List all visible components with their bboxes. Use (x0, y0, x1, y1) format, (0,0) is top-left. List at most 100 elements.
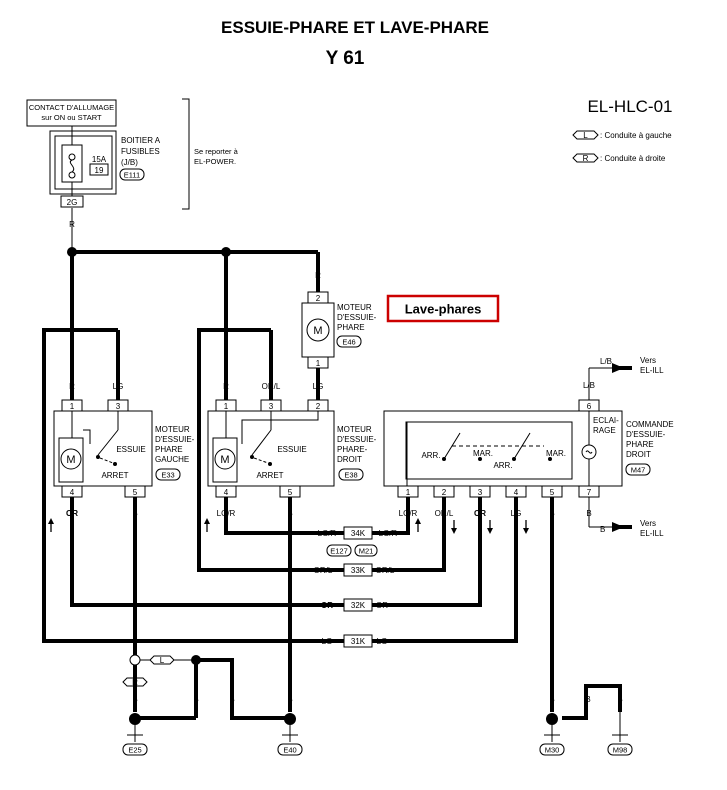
svg-text:OR/L: OR/L (314, 566, 333, 575)
svg-text:DROIT: DROIT (626, 450, 651, 459)
svg-text:MOTEUR: MOTEUR (337, 303, 372, 312)
svg-text:MAR.: MAR. (473, 449, 493, 458)
svg-text:EL-POWER.: EL-POWER. (194, 157, 236, 166)
svg-text:sur ON ou START: sur ON ou START (41, 113, 102, 122)
svg-text:B: B (132, 695, 137, 704)
svg-text:MOTEUR: MOTEUR (337, 425, 372, 434)
svg-text:LG: LG (377, 637, 388, 646)
svg-text:ARR.: ARR. (421, 451, 440, 460)
svg-text:Vers: Vers (640, 356, 656, 365)
legend-right-symbol: R (583, 154, 589, 163)
svg-text:ECLAI-: ECLAI- (593, 416, 619, 425)
svg-text:E127: E127 (330, 547, 348, 556)
legend-left-text: : Conduite à gauche (600, 131, 672, 140)
to-el-ill-bottom: B Vers EL-ILL (588, 497, 664, 538)
svg-text:L: L (160, 656, 165, 665)
svg-text:R: R (315, 271, 321, 280)
svg-text:1: 1 (224, 402, 229, 411)
fuse-amp: 15A (92, 155, 107, 164)
headlamp-wiper-switch: ARR. MAR. ARR. MAR. ECLAI- RAGE COMMANDE… (383, 368, 674, 535)
svg-text:5: 5 (550, 488, 555, 497)
svg-text:2: 2 (442, 488, 447, 497)
ground-m30: B M30 (539, 695, 565, 756)
inline-connector-34k: LG/R 34K LG/R E127 M21 (318, 526, 398, 557)
svg-text:6: 6 (587, 402, 592, 411)
left-wiper-motor: R LG 1 3 M ESSUIE ARRET MOTEUR D'ESSUIE-… (47, 330, 195, 533)
svg-text:3: 3 (116, 402, 121, 411)
svg-text:ARR.: ARR. (493, 461, 512, 470)
svg-text:M21: M21 (359, 547, 374, 556)
inline-connector-31k: LG 31K LG (322, 634, 388, 648)
fuse-pin: 2G (67, 198, 78, 207)
svg-text:3: 3 (478, 488, 483, 497)
svg-text:DROIT: DROIT (337, 455, 362, 464)
svg-text:E46: E46 (342, 338, 355, 347)
svg-text:E38: E38 (344, 471, 357, 480)
svg-text:MAR.: MAR. (546, 449, 566, 458)
svg-text:ESSUIE: ESSUIE (116, 445, 145, 454)
svg-text:R: R (69, 382, 75, 391)
fuse-connector: E111 (124, 171, 140, 180)
svg-text:PHARE: PHARE (155, 445, 183, 454)
svg-text:MOTEUR: MOTEUR (155, 425, 190, 434)
svg-text:RAGE: RAGE (593, 426, 616, 435)
svg-text:M98: M98 (613, 746, 628, 755)
ground-e25-area: L R B B B E25 (122, 654, 290, 756)
svg-text:E33: E33 (161, 471, 174, 480)
svg-text:(J/B): (J/B) (121, 158, 138, 167)
svg-text:B: B (585, 695, 590, 704)
svg-text:33K: 33K (351, 566, 366, 575)
washer-annotation: Lave-phares (405, 302, 482, 317)
motor-icon: M (313, 325, 322, 337)
legend-left-symbol: L (583, 131, 588, 140)
legend-right-text: : Conduite à droite (600, 154, 666, 163)
svg-text:5: 5 (288, 488, 293, 497)
svg-text:PHARE: PHARE (337, 323, 365, 332)
diagram-code: EL-HLC-01 (587, 97, 672, 116)
svg-text:D'ESSUIE-: D'ESSUIE- (155, 435, 195, 444)
svg-text:EL-ILL: EL-ILL (640, 366, 664, 375)
svg-text:B: B (549, 695, 554, 704)
svg-text:M47: M47 (631, 466, 646, 475)
to-el-ill-top: L/B Vers EL-ILL (589, 356, 664, 375)
svg-text:4: 4 (224, 488, 229, 497)
svg-text:LG/R: LG/R (318, 529, 337, 538)
svg-text:B: B (287, 695, 292, 704)
svg-text:LG: LG (322, 637, 333, 646)
svg-text:OR: OR (321, 601, 333, 610)
svg-text:34K: 34K (351, 529, 366, 538)
svg-text:R: R (69, 220, 75, 229)
ignition-switch: CONTACT D'ALLUMAGE sur ON ou START (26, 99, 117, 127)
svg-text:COMMANDE: COMMANDE (626, 420, 674, 429)
svg-text:LG: LG (313, 382, 324, 391)
svg-text:ARRET: ARRET (101, 471, 128, 480)
svg-text:ARRET: ARRET (256, 471, 283, 480)
legend: L : Conduite à gauche R : Conduite à dro… (572, 130, 672, 163)
svg-text:PHARE: PHARE (626, 440, 654, 449)
svg-text:EL-ILL: EL-ILL (640, 529, 664, 538)
svg-text:1: 1 (406, 488, 411, 497)
washer-motor: R 2 M 1 MOTEUR D'ESSUIE- PHARE E46 (301, 271, 377, 400)
svg-text:Vers: Vers (640, 519, 656, 528)
svg-text:5: 5 (133, 488, 138, 497)
svg-text:B: B (193, 695, 198, 704)
washer-annotation-box (386, 294, 500, 323)
svg-text:CONTACT D'ALLUMAGE: CONTACT D'ALLUMAGE (29, 103, 114, 112)
model-code: Y 61 (326, 48, 365, 69)
svg-text:LG/R: LG/R (379, 529, 398, 538)
harness-wires (42, 328, 622, 720)
svg-text:4: 4 (514, 488, 519, 497)
svg-text:BOITIER A: BOITIER A (121, 136, 161, 145)
svg-text:B: B (600, 525, 605, 534)
ground-e25-label: E25 (128, 746, 141, 755)
main-power-wire: R (67, 208, 320, 400)
svg-text:M30: M30 (545, 746, 560, 755)
svg-text:2: 2 (316, 402, 321, 411)
svg-text:R: R (223, 382, 229, 391)
svg-text:OR/L: OR/L (376, 566, 395, 575)
svg-text:D'ESSUIE-: D'ESSUIE- (337, 435, 377, 444)
inline-connector-32k: OR 32K OR (321, 598, 388, 612)
svg-text:1: 1 (316, 359, 321, 368)
svg-text:FUSIBLES: FUSIBLES (121, 147, 160, 156)
